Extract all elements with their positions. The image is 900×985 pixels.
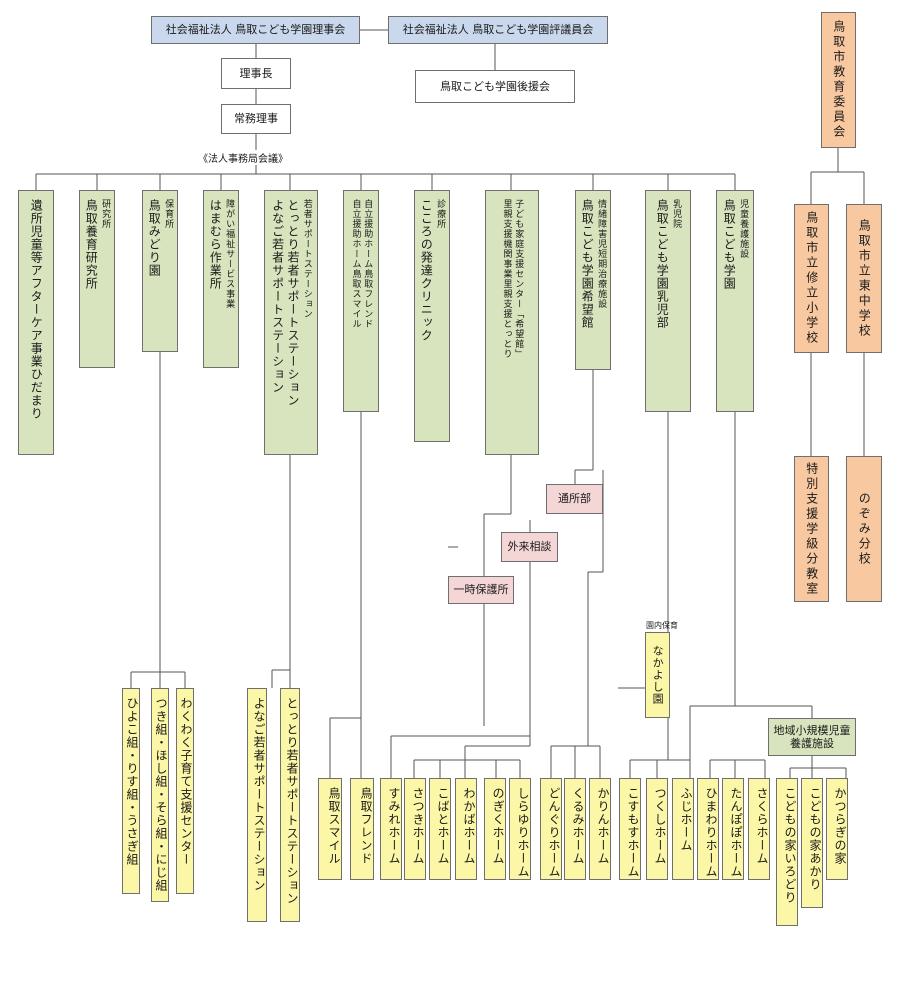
unit-donguri-home: どんぐりホーム	[540, 778, 562, 880]
division-name-smile: 自立援助ホーム鳥取スマイル	[350, 199, 361, 329]
unit-tottori-youth: とっとり若者サポートステーション	[280, 688, 300, 922]
outpatient-consultation-box: 外来相談	[501, 532, 558, 562]
unit-midori-tsuki: つき組・ほし組・そら組・にじ組	[151, 688, 169, 902]
division-infant-home: 乳児院 鳥取こども学園乳児部	[645, 190, 691, 412]
unit-tottori-friend: 鳥取フレンド	[350, 778, 374, 880]
unit-tanpopo-home: たんぽぽホーム	[722, 778, 744, 880]
division-type: 児童養護施設	[738, 199, 749, 259]
division-type: 診療所	[435, 199, 446, 229]
division-type: 研究所	[100, 199, 111, 229]
division-name-tottori: とっとり若者サポートステーション	[285, 199, 300, 407]
division-family-support-center: 子ども家庭支援センター「希望館」 里親支援機関事業里親支援とっとり	[485, 190, 539, 455]
board-of-councilors: 社会福祉法人 鳥取こども学園評議員会	[388, 16, 608, 44]
school-higashi: 鳥取市立東中学校	[846, 204, 882, 353]
in-house-nursery-label: 園内保育	[646, 621, 678, 630]
office-meeting-label: 《法人事務局会議》	[198, 154, 288, 165]
division-type: 保育所	[163, 199, 174, 229]
division-hamamura-workshop: 障がい福祉サービス事業 はまむら作業所	[203, 190, 239, 368]
unit-katsuragi-house: かつらぎの家	[826, 778, 848, 880]
unit-sakura-home: さくらホーム	[748, 778, 770, 880]
division-name: 鳥取こども学園	[722, 199, 737, 290]
unit-sumire-home: すみれホーム	[380, 778, 402, 880]
unit-shirayuri-home: しらゆりホーム	[509, 778, 531, 880]
unit-fuji-home: ふじホーム	[672, 778, 694, 880]
division-name: 鳥取こども学園希望館	[580, 199, 595, 329]
division-name-kibou-center: 子ども家庭支援センター「希望館」	[513, 199, 524, 359]
division-name-friend: 自立援助ホーム鳥取フレンド	[362, 199, 373, 329]
unit-tsukushi-home: つくしホーム	[646, 778, 668, 880]
support-association-box: 鳥取こども学園後援会	[415, 70, 575, 103]
unit-yonago-youth: よなご若者サポートステーション	[247, 688, 267, 922]
branch-nozomi: のぞみ分校	[846, 456, 882, 602]
division-research-institute: 研究所 鳥取養育研究所	[79, 190, 115, 368]
division-kokoro-clinic: 診療所 こころの発達クリニック	[414, 190, 450, 442]
day-service-box: 通所部	[546, 484, 603, 514]
unit-karin-home: かりんホーム	[589, 778, 611, 880]
division-name-yonago: よなご若者サポートステーション	[270, 199, 285, 394]
unit-midori-hiyoko: ひよこ組・りす組・うさぎ組	[122, 688, 140, 894]
branch-special-class: 特別支援学級分教室	[794, 456, 829, 602]
division-name: 鳥取養育研究所	[84, 199, 99, 290]
unit-tottori-smile: 鳥取スマイル	[318, 778, 342, 880]
division-name: 鳥取こども学園乳児部	[655, 199, 670, 329]
unit-kurumi-home: くるみホーム	[564, 778, 586, 880]
unit-nogiku-home: のぎくホーム	[484, 778, 506, 880]
division-type: 情緒障害児短期治療施設	[596, 199, 607, 309]
division-youth-support-station: 若者サポートステーション とっとり若者サポートステーション よなご若者サポートス…	[264, 190, 318, 455]
unit-kodomo-akari: こどもの家あかり	[801, 778, 823, 908]
temporary-protection-box: 一時保護所	[448, 576, 514, 604]
unit-kosumosu-home: こすもすホーム	[619, 778, 641, 880]
division-type: 乳児院	[671, 199, 682, 229]
division-hidamari: 遺所児童等アフターケア事業ひだまり	[18, 190, 54, 455]
division-name: はまむら作業所	[208, 199, 223, 290]
division-name: 鳥取みどり園	[147, 199, 162, 277]
division-name-foster-support: 里親支援機関事業里親支援とっとり	[501, 199, 512, 359]
education-board: 鳥取市教育委員会	[821, 12, 856, 148]
small-scale-home-box: 地域小規模児童養護施設	[768, 718, 856, 756]
unit-satsuki-home: さつきホーム	[404, 778, 426, 880]
division-independence-homes: 自立援助ホーム鳥取フレンド 自立援助ホーム鳥取スマイル	[343, 190, 379, 412]
division-type: 障がい福祉サービス事業	[224, 199, 235, 309]
division-midori-nursery: 保育所 鳥取みどり園	[142, 190, 178, 352]
division-childrens-home: 児童養護施設 鳥取こども学園	[716, 190, 754, 412]
division-name: 遺所児童等アフターケア事業ひだまり	[29, 199, 44, 420]
school-shuritsu: 鳥取市立修立小学校	[794, 204, 829, 353]
unit-himawari-home: ひまわりホーム	[697, 778, 719, 880]
unit-midori-wakuwaku: わくわく子育て支援センター	[176, 688, 194, 894]
board-of-directors: 社会福祉法人 鳥取こども学園理事会	[151, 16, 360, 44]
unit-wakaba-home: わかばホーム	[455, 778, 477, 880]
unit-kodomo-irodori: こどもの家いろどり	[776, 778, 798, 926]
division-kibou-treatment: 情緒障害児短期治療施設 鳥取こども学園希望館	[575, 190, 611, 370]
chairman-box: 理事長	[221, 58, 291, 89]
executive-director-box: 常務理事	[221, 104, 291, 134]
division-type: 若者サポートステーション	[301, 199, 312, 319]
unit-kobato-home: こばとホーム	[429, 778, 451, 880]
division-name: こころの発達クリニック	[419, 199, 434, 342]
nakayoshi-nursery-box: なかよし園	[645, 632, 670, 718]
